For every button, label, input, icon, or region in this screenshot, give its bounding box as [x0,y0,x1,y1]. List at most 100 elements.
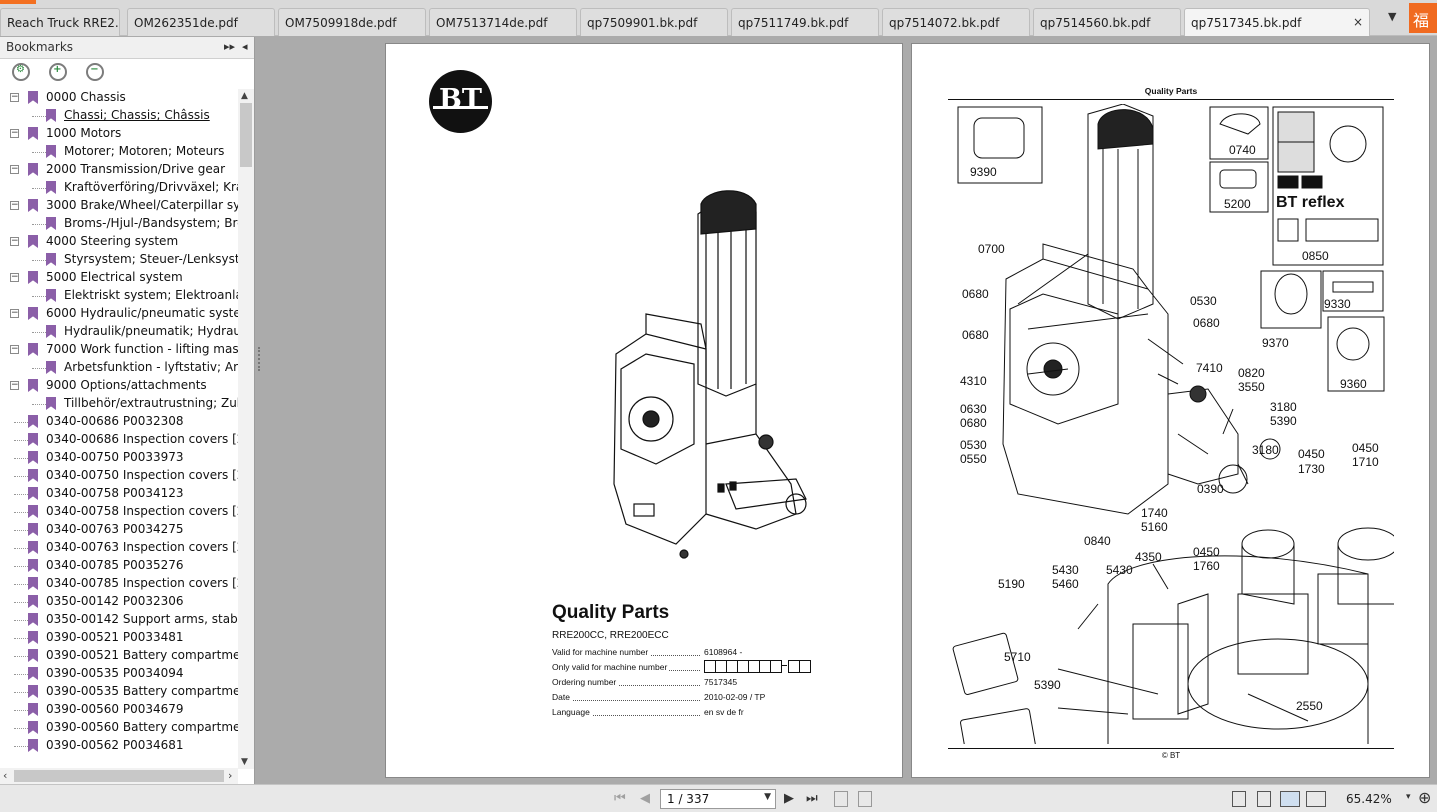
bookmark-item[interactable]: 0390-00521 Battery compartment [0,647,238,665]
tree-expander-icon[interactable]: − [10,272,19,282]
tree-expander-icon[interactable]: − [10,128,19,138]
bookmark-icon [28,631,38,644]
bookmark-item[interactable]: 0390-00562 Battery compartment [0,755,238,757]
bookmark-icon [28,163,38,176]
tab-reach-truck[interactable]: Reach Truck RRE2... [0,8,120,36]
expand-bookmark-icon[interactable]: + [49,63,68,81]
zoom-dropdown-icon[interactable]: ▾ [1406,792,1411,802]
first-page-icon[interactable]: ⏮ [614,791,626,806]
two-page-continuous-view-icon[interactable] [1306,791,1326,807]
hscroll-thumb[interactable] [14,770,224,782]
scroll-right-icon[interactable]: › [228,769,233,782]
close-icon[interactable]: × [1352,15,1363,29]
bookmark-item[interactable]: 0340-00686 P0032308 [0,413,238,431]
bookmark-item[interactable]: 0340-00763 P0034275 [0,521,238,539]
collapse-bookmark-icon[interactable]: − [86,63,105,81]
bookmark-item[interactable]: 0340-00750 Inspection covers [20 [0,467,238,485]
tree-expander-icon[interactable]: − [10,380,19,390]
next-page-icon[interactable]: ▶ [784,791,794,806]
tree-expander-icon[interactable]: − [10,200,19,210]
tab-om7513714de[interactable]: OM7513714de.pdf [429,8,577,36]
bookmark-item[interactable]: −7000 Work function - lifting masts [0,341,238,359]
bookmark-item[interactable]: Motorer; Motoren; Moteurs [0,143,238,161]
bookmark-item[interactable]: −0000 Chassis [0,89,238,107]
callout-0680-b: 0680 [1193,316,1220,330]
last-page-icon[interactable]: ⏭ [806,791,818,806]
tree-expander-icon[interactable]: − [10,236,19,246]
page-number-input[interactable]: 1 / 337 ▼ [660,789,776,809]
bookmark-item[interactable]: −4000 Steering system [0,233,238,251]
zoom-in-icon[interactable]: ⊕ [1418,788,1432,807]
tab-qp7509901[interactable]: qp7509901.bk.pdf [580,8,728,36]
tab-om7509918de[interactable]: OM7509918de.pdf [278,8,426,36]
bookmark-item[interactable]: Chassi; Chassis; Châssis [0,107,238,125]
two-page-view-icon[interactable] [1280,791,1300,807]
bookmark-label: 0340-00763 P0034275 [46,522,184,536]
scroll-down-icon[interactable]: ▼ [241,757,248,767]
tree-expander-icon[interactable]: − [10,164,19,174]
bookmark-item[interactable]: 0340-00763 Inspection covers [20 [0,539,238,557]
bookmark-item[interactable]: 0340-00785 P0035276 [0,557,238,575]
bookmark-item[interactable]: −1000 Motors [0,125,238,143]
callout-0630: 0630 [960,402,987,416]
tab-qp7514560[interactable]: qp7514560.bk.pdf [1033,8,1181,36]
bookmark-item[interactable]: 0350-00142 Support arms, stabilize [0,611,238,629]
bookmark-item[interactable]: Elektriskt system; Elektroanlage [0,287,238,305]
bookmark-item[interactable]: Broms-/Hjul-/Bandsystem; Brem [0,215,238,233]
bookmark-item[interactable]: 0340-00758 Inspection covers [20 [0,503,238,521]
document-tab-bar: Reach Truck RRE2... OM262351de.pdf OM750… [0,0,1437,36]
paste-page-icon[interactable] [858,791,872,807]
bookmark-icon [46,325,56,338]
bookmark-item[interactable]: 0350-00142 P0032306 [0,593,238,611]
expand-panel-icon[interactable]: ▸▸ [224,40,236,53]
bookmark-icon [28,127,38,140]
bookmark-options-icon[interactable]: ⚙ [12,63,30,81]
previous-page-icon[interactable]: ◀ [640,791,650,806]
copy-page-icon[interactable] [834,791,848,807]
bookmarks-vertical-scrollbar[interactable]: ▲ ▼ [238,89,254,769]
tab-qp7517345[interactable]: qp7517345.bk.pdf × [1184,8,1370,36]
bookmark-label: 0390-00535 Battery compartment [46,684,238,698]
bookmark-item[interactable]: −6000 Hydraulic/pneumatic system [0,305,238,323]
bookmark-item[interactable]: 0390-00562 P0034681 [0,737,238,755]
bookmark-label: Arbetsfunktion - lyftstativ; Arbe [64,360,238,374]
bookmark-item[interactable]: Kraftöverföring/Drivväxel; Kraftü [0,179,238,197]
bookmark-item[interactable]: −3000 Brake/Wheel/Caterpillar syste [0,197,238,215]
zoom-level[interactable]: 65.42% [1346,792,1392,806]
bookmark-item[interactable]: 0390-00535 P0034094 [0,665,238,683]
bookmark-item[interactable]: 0390-00560 P0034679 [0,701,238,719]
chevron-down-icon[interactable]: ▼ [1388,10,1397,23]
bookmark-item[interactable]: −9000 Options/attachments [0,377,238,395]
collapse-panel-icon[interactable]: ◂ [242,40,248,53]
bookmarks-horizontal-scrollbar[interactable]: ‹ › [0,768,238,784]
scroll-up-icon[interactable]: ▲ [241,91,248,101]
continuous-view-icon[interactable] [1257,791,1271,807]
scroll-thumb[interactable] [240,103,252,167]
bookmark-item[interactable]: −2000 Transmission/Drive gear [0,161,238,179]
chevron-down-icon[interactable]: ▼ [764,792,771,802]
tab-om262351de[interactable]: OM262351de.pdf [127,8,275,36]
bookmark-item[interactable]: 0340-00785 Inspection covers [20 [0,575,238,593]
brand-badge[interactable]: 福 [1409,3,1437,33]
bookmark-item[interactable]: 0390-00535 Battery compartment [0,683,238,701]
bookmark-label: 0340-00750 Inspection covers [20 [46,468,238,482]
bookmark-item[interactable]: 0340-00686 Inspection covers [20 [0,431,238,449]
tab-qp7511749[interactable]: qp7511749.bk.pdf [731,8,879,36]
bookmark-item[interactable]: −5000 Electrical system [0,269,238,287]
tree-expander-icon[interactable]: − [10,308,19,318]
bookmark-item[interactable]: Styrsystem; Steuer-/Lenksyster [0,251,238,269]
bookmark-item[interactable]: 0340-00750 P0033973 [0,449,238,467]
panel-splitter[interactable] [256,37,262,784]
single-page-view-icon[interactable] [1232,791,1246,807]
scroll-left-icon[interactable]: ‹ [3,769,8,782]
bookmark-item[interactable]: 0340-00758 P0034123 [0,485,238,503]
bookmark-item[interactable]: 0390-00521 P0033481 [0,629,238,647]
tab-qp7514072[interactable]: qp7514072.bk.pdf [882,8,1030,36]
bookmark-item[interactable]: Tillbehör/extrautrustning; Zube [0,395,238,413]
tree-expander-icon[interactable]: − [10,92,19,102]
bookmark-item[interactable]: 0390-00560 Battery compartment [0,719,238,737]
bookmark-item[interactable]: Arbetsfunktion - lyftstativ; Arbe [0,359,238,377]
bookmark-item[interactable]: Hydraulik/pneumatik; Hydraulika [0,323,238,341]
tree-expander-icon[interactable]: − [10,344,19,354]
